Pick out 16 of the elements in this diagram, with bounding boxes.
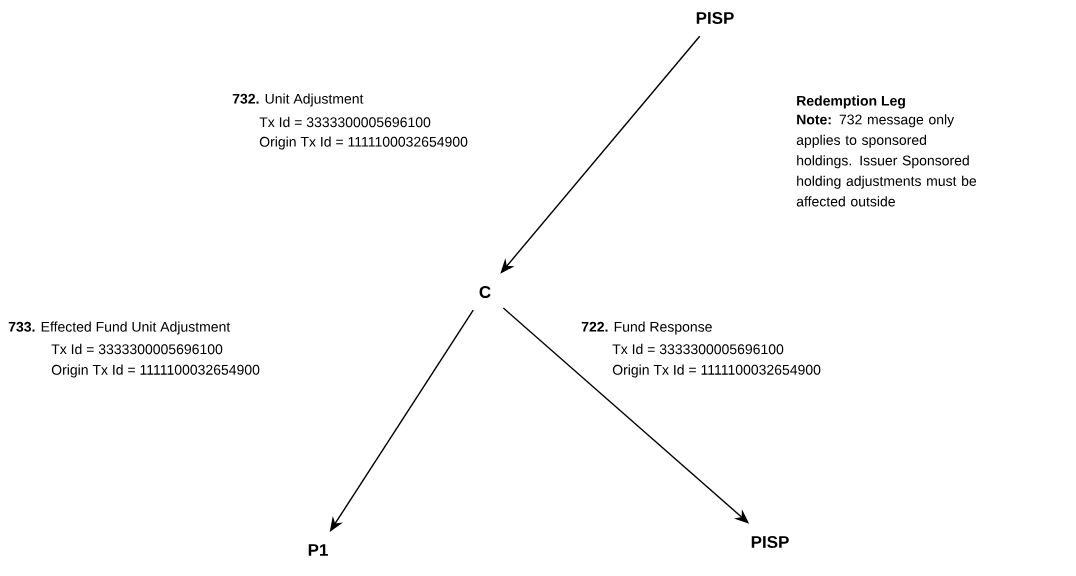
node-label: P1: [308, 544, 328, 556]
arrow: [500, 35, 701, 274]
node-label: PISP: [751, 536, 789, 549]
message-detail: Origin Tx Id = 1111100032654900: [51, 364, 260, 378]
node-label: PISP: [696, 12, 734, 25]
node-label: C: [479, 286, 491, 299]
message-detail: 733. Effected Fund Unit Adjustment: [8, 321, 231, 335]
heading: Redemption Leg: [797, 95, 905, 109]
message-detail: 722. Fund Response: [581, 321, 712, 335]
message-detail: Origin Tx Id = 1111100032654900: [259, 136, 468, 150]
note-text: Note: 732 message only applies to sponsored holdings. Issuer Sponsored holding adjustments must be affected outside: [796, 114, 977, 207]
message-detail: Tx Id = 3333300005696100: [259, 116, 431, 128]
message-detail: 732. Unit Adjustment: [232, 93, 364, 107]
message-detail: Tx Id = 3333300005696100: [51, 343, 223, 355]
message-detail: Origin Tx Id = 1111100032654900: [612, 364, 821, 378]
message-detail: Tx Id = 3333300005696100: [612, 343, 784, 355]
